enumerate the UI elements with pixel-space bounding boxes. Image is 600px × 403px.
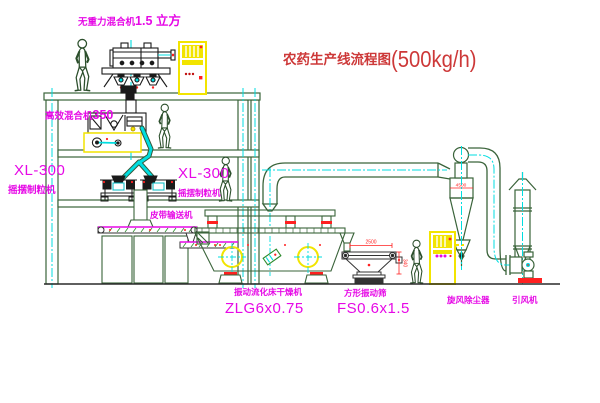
label-granulator-mid-model: XL-300 (178, 165, 230, 182)
diagram-title: 农药生产线流程图(500kg/h) (283, 46, 477, 72)
worker-roof (73, 38, 92, 92)
discharge-duct (127, 189, 154, 228)
label-screen-model: FS0.6x1.5 (337, 300, 410, 317)
control-cabinet-ground (429, 231, 456, 285)
label-screen-name: 方形振动筛 (344, 288, 387, 298)
label-dryer-model: ZLG6x0.75 (225, 300, 304, 317)
dim-cyclone: 4500 (456, 183, 467, 189)
dim-screen-height: 340 (402, 259, 408, 268)
worker-floor2 (156, 103, 173, 150)
fluid-bed-dryer (194, 209, 355, 284)
label-granulator-left-name: 摇摆制粒机 (8, 185, 56, 196)
label-belt-conveyor: 皮带输送机 (150, 210, 193, 220)
fan-pipe-centerline (468, 154, 523, 266)
granulator-left (100, 175, 137, 202)
label-granulator-mid-name: 摇摆制粒机 (178, 188, 221, 198)
induced-draft-fan (509, 251, 542, 283)
building-frame (43, 92, 261, 285)
column-centerlines (51, 88, 256, 288)
vibrating-screen (341, 251, 403, 284)
screen-dimensions (349, 243, 402, 275)
duct-centerlines (262, 168, 447, 228)
fan-pipe (468, 147, 511, 275)
worker-ground (409, 239, 425, 285)
storage-bins (101, 235, 189, 284)
label-granulator-left-model: XL-300 (14, 162, 66, 179)
dim-screen-width: 2500 (365, 240, 376, 246)
exhaust-duct (261, 162, 451, 212)
label-fan: 引风机 (512, 295, 538, 305)
label-dryer-name: 振动流化床干燥机 (234, 287, 303, 297)
belt-conveyor-upper (97, 226, 198, 243)
high-efficiency-mixer-350 (83, 99, 147, 153)
control-cabinet-top (178, 41, 207, 95)
label-cyclone: 旋风除尘器 (447, 295, 490, 305)
granulator-right (140, 175, 177, 202)
